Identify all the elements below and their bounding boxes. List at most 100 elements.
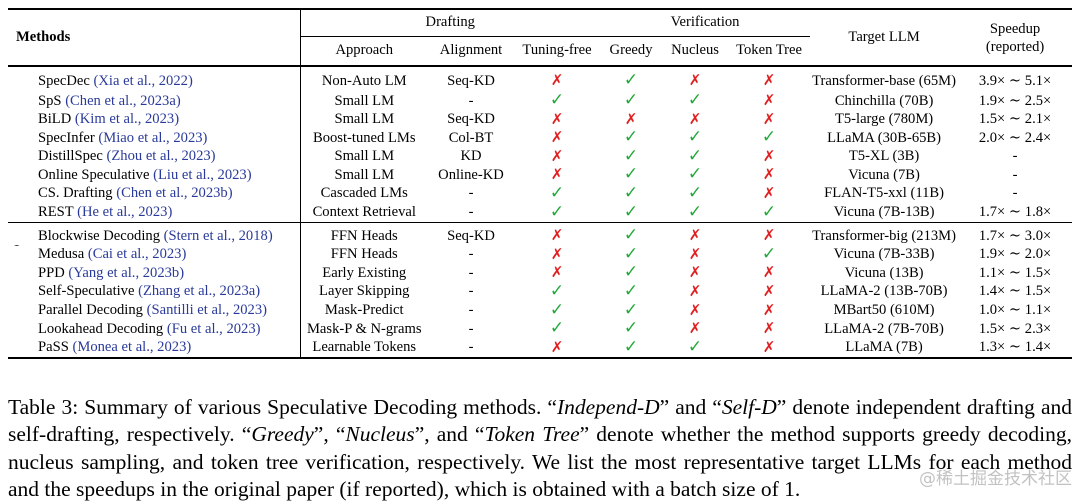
approach-cell: Layer Skipping	[299, 282, 428, 302]
speedup-cell: 1.0× ∼ 1.1×	[978, 302, 1052, 319]
citation-link[interactable]: (Fu et al., 2023)	[166, 320, 261, 337]
nucleus-cell: ✗	[662, 264, 728, 283]
caption-self-d: Self-D	[721, 394, 777, 419]
cross-mark-icon: ✗	[762, 282, 776, 300]
citation-link[interactable]: (He et al., 2023)	[77, 204, 173, 221]
table-row: SpecInfer (Miao et al., 2023)Boost-tuned…	[8, 129, 1072, 148]
nucleus-cell: ✓	[662, 92, 728, 111]
speedup-cell: -	[1012, 148, 1018, 165]
citation-link[interactable]: (Cai et al., 2023)	[87, 246, 187, 263]
caption-t2: ” denote independent drafting and self-d…	[8, 394, 1072, 447]
speedup-cell: 1.5× ∼ 2.1×	[978, 111, 1052, 128]
header-row-1: Methods Drafting Verification Target LLM…	[8, 9, 1073, 55]
citation-link[interactable]: (Kim et al., 2023)	[74, 111, 180, 128]
alignment-cell: -	[468, 339, 474, 356]
approach-cell: Mask-P & N-grams	[299, 320, 428, 339]
cross-mark-icon: ✗	[550, 245, 564, 263]
approach-cell: FFN Heads	[299, 245, 428, 265]
citation-link[interactable]: (Miao et al., 2023)	[98, 129, 208, 146]
check-mark-icon: ✓	[687, 338, 703, 357]
header-verification: Verification	[600, 9, 811, 37]
citation-link[interactable]: (Chen et al., 2023b)	[116, 185, 233, 202]
cross-mark-icon: ✗	[624, 110, 638, 128]
method-cell: Lookahead Decoding (Fu et al., 2023)	[8, 320, 300, 339]
token-tree-cell: ✗	[728, 339, 810, 359]
citation-link[interactable]: (Chen et al., 2023a)	[65, 92, 181, 109]
target-llm-cell: Vicuna (7B-33B)	[833, 246, 935, 263]
tuning-free-cell: ✓	[514, 92, 600, 111]
citation-link[interactable]: (Yang et al., 2023b)	[68, 264, 185, 281]
method-name: CS. Drafting	[38, 185, 117, 202]
check-mark-icon: ✓	[549, 320, 565, 339]
citation-link[interactable]: (Stern et al., 2018)	[163, 227, 273, 244]
method-name: SpS	[38, 92, 66, 109]
cross-mark-icon: ✗	[762, 71, 776, 90]
method-name: DistillSpec	[38, 148, 107, 165]
nucleus-cell: ✗	[662, 111, 728, 130]
citation-link[interactable]: (Monea et al., 2023)	[72, 339, 192, 356]
nucleus-cell: ✓	[662, 129, 728, 148]
citation-link[interactable]: (Xia et al., 2022)	[93, 72, 193, 89]
watermark: @稀土掘金技术社区	[919, 469, 1072, 489]
methods-table: Methods Drafting Verification Target LLM…	[8, 8, 1073, 359]
approach-cell: Boost-tuned LMs	[299, 129, 428, 148]
approach-cell: Small LM	[299, 110, 428, 130]
alignment-cell: Col-BT	[448, 129, 494, 146]
check-mark-icon: ✓	[761, 245, 777, 264]
header-target-llm: Target LLM	[848, 28, 920, 45]
speedup-cell: -	[1012, 166, 1018, 183]
table-row: Lookahead Decoding (Fu et al., 2023)Mask…	[8, 320, 1072, 339]
cross-mark-icon: ✗	[550, 338, 564, 356]
cross-mark-icon: ✗	[688, 282, 702, 300]
tuning-free-cell: ✓	[514, 185, 600, 204]
check-mark-icon: ✓	[687, 166, 703, 185]
token-tree-cell: ✗	[728, 222, 811, 246]
citation-link[interactable]: (Zhang et al., 2023a)	[138, 283, 261, 300]
header-tuning-free: Tuning-free	[522, 42, 592, 59]
method-cell: Self-Speculative (Zhang et al., 2023a)	[8, 283, 300, 302]
header-greedy: Greedy	[609, 42, 653, 59]
alignment-cell: -	[468, 246, 474, 263]
speedup-cell: 1.5× ∼ 2.3×	[978, 320, 1052, 337]
tuning-free-cell: ✗	[514, 111, 600, 130]
token-tree-cell: ✗	[728, 185, 810, 204]
cross-mark-icon: ✗	[688, 264, 702, 282]
alignment-cell: Online-KD	[438, 166, 504, 183]
greedy-cell: ✓	[600, 166, 662, 185]
cross-mark-icon: ✗	[762, 301, 776, 319]
table-row: Self-Speculative (Zhang et al., 2023a)La…	[8, 282, 1072, 302]
check-mark-icon: ✓	[623, 338, 639, 357]
citation-link[interactable]: (Liu et al., 2023)	[153, 166, 252, 183]
citation-link[interactable]: (Santilli et al., 2023)	[146, 302, 267, 319]
speedup-cell: 1.9× ∼ 2.5×	[978, 92, 1052, 109]
method-cell: REST (He et al., 2023)	[8, 204, 300, 223]
speedup-cell: 1.3× ∼ 1.4×	[978, 339, 1052, 356]
target-llm-cell: LLaMA (30B-65B)	[827, 129, 942, 146]
speedup-cell: 2.0× ∼ 2.4×	[978, 129, 1052, 146]
table-row: PPD (Yang et al., 2023b)Early Existing-✗…	[8, 264, 1072, 283]
table-row: REST (He et al., 2023)Context Retrieval-…	[8, 203, 1072, 223]
check-mark-icon: ✓	[761, 129, 777, 148]
nucleus-cell: ✗	[662, 283, 728, 302]
check-mark-icon: ✓	[761, 203, 777, 222]
approach-cell: Mask-Predict	[299, 301, 428, 321]
tuning-free-cell: ✓	[514, 320, 600, 339]
check-mark-icon: ✓	[687, 129, 703, 148]
approach-cell: Non-Auto LM	[299, 66, 428, 92]
tuning-free-cell: ✗	[514, 246, 600, 265]
check-mark-icon: ✓	[623, 129, 639, 148]
approach-cell: Early Existing	[299, 264, 428, 283]
token-tree-cell: ✗	[728, 283, 810, 302]
citation-link[interactable]: (Zhou et al., 2023)	[106, 148, 216, 165]
check-mark-icon: ✓	[623, 245, 639, 264]
alignment-cell: Seq-KD	[447, 72, 495, 89]
table-row: PaSS (Monea et al., 2023)Learnable Token…	[8, 338, 1073, 359]
alignment-cell: -	[468, 320, 474, 337]
header-drafting: Drafting	[299, 9, 601, 37]
nucleus-cell: ✗	[662, 302, 728, 321]
check-mark-icon: ✓	[623, 282, 639, 301]
speedup-cell: 1.9× ∼ 2.0×	[978, 246, 1052, 263]
token-tree-cell: ✓	[728, 204, 810, 223]
cross-mark-icon: ✗	[550, 264, 564, 282]
